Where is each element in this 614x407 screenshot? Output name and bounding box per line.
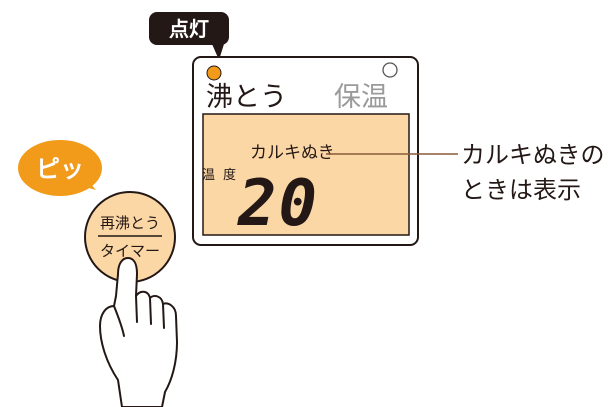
beep-callout: ピッ	[18, 140, 102, 196]
lcd-temp-value: 20	[237, 167, 319, 241]
keep-warm-label: 保温	[334, 82, 388, 113]
boil-label: 沸とう	[206, 82, 287, 113]
reboil-timer-button[interactable]: 再沸とう タイマー	[84, 191, 176, 283]
keep-warm-lamp-off-icon	[382, 62, 398, 78]
beep-label: ピッ	[36, 155, 84, 183]
annotation-line2: ときは表示	[461, 176, 581, 204]
annotation-line1: カルキぬきの	[461, 141, 605, 169]
button-line1: 再沸とう	[100, 214, 160, 232]
lcd-display: カルキぬき 温度 20	[202, 113, 410, 241]
boil-lamp-lit-icon	[206, 65, 222, 81]
button-line2: タイマー	[100, 242, 160, 260]
lit-callout-label: 点灯	[169, 17, 209, 41]
lcd-mode-label: カルキぬき	[250, 143, 335, 163]
annotation: カルキぬきの ときは表示	[326, 141, 605, 204]
pressing-hand-icon	[99, 257, 178, 407]
control-panel: 沸とう 保温 カルキぬき 温度 20	[192, 56, 419, 246]
lit-indicator-callout: 点灯	[149, 12, 229, 60]
